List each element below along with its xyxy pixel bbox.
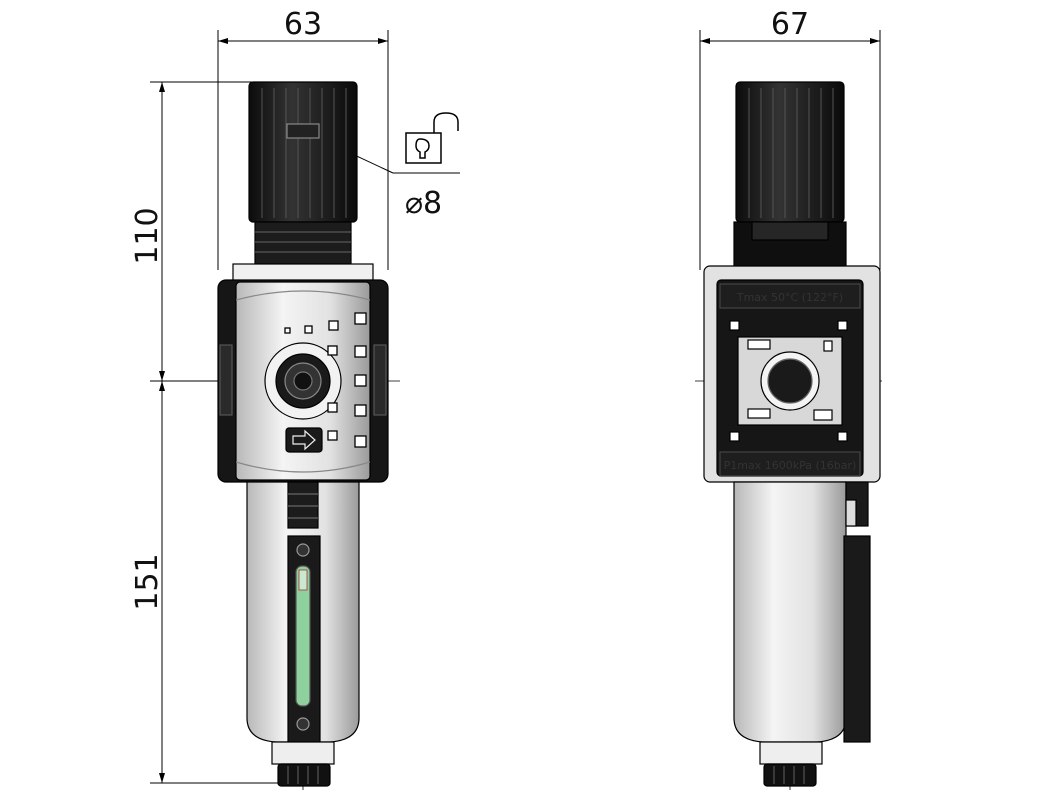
front-view: [217, 81, 389, 787]
front-width-label: 63: [284, 7, 322, 42]
side-width-label: 67: [771, 7, 809, 42]
lock-slot: [286, 123, 320, 139]
lower-height-label: 151: [130, 553, 165, 610]
front-thread: [254, 221, 352, 265]
upper-height-label: 110: [130, 207, 165, 264]
side-bowl: [733, 481, 871, 787]
front-body: [217, 263, 389, 483]
front-knob: [248, 81, 358, 223]
side-view: Tmax 50°C (122°F) P1max 1600kPa (16bar): [703, 81, 881, 787]
dimension-side-width: [699, 30, 881, 270]
dimension-front-width: [217, 30, 389, 270]
padlock-open-icon: [405, 112, 459, 164]
dimension-heights: [150, 81, 300, 784]
sight-glass: [295, 565, 311, 707]
pressure-label: P1max 1600kPa (16bar): [724, 459, 857, 472]
lock-diameter-label: ⌀8: [405, 186, 442, 221]
side-knob: [735, 81, 845, 223]
side-body: Tmax 50°C (122°F) P1max 1600kPa (16bar): [703, 265, 881, 483]
arrow-right-icon: [285, 427, 323, 453]
front-bowl: [246, 481, 360, 787]
temp-label: Tmax 50°C (122°F): [736, 291, 843, 304]
